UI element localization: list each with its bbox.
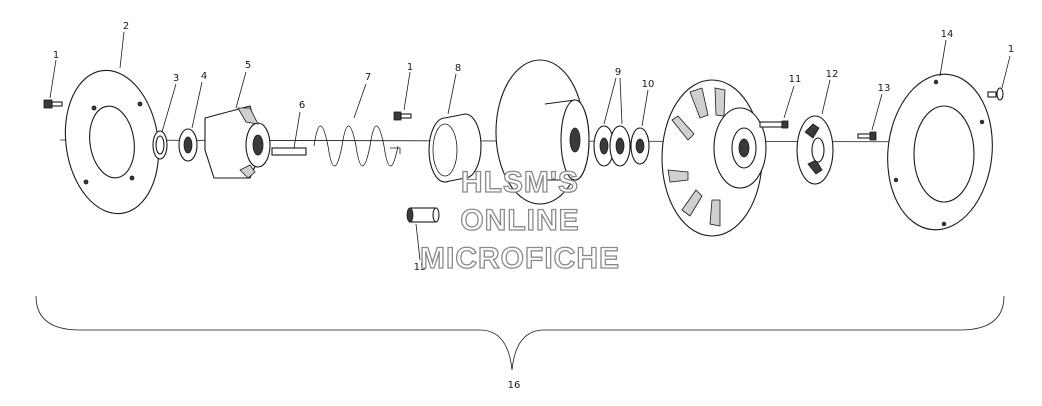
callout-1-middle: 1 — [407, 62, 413, 73]
part-2-cover-plate — [64, 69, 160, 215]
watermark: HLSM'S ONLINE MICROFICHE — [419, 165, 620, 275]
part-7-spring — [313, 125, 401, 167]
part-3-snap-ring — [152, 130, 168, 160]
callout-12: 12 — [826, 69, 839, 80]
part-1-bolt-middle — [393, 111, 412, 121]
part-10-washer — [630, 127, 650, 165]
part-4-washer — [178, 128, 198, 162]
driven-sheave-fixed — [495, 59, 590, 205]
callout-13: 13 — [878, 83, 891, 94]
part-8-bushing — [428, 113, 482, 183]
callout-11: 11 — [789, 74, 802, 85]
part-12-spider — [796, 115, 834, 185]
watermark-line-2: ONLINE — [460, 204, 579, 237]
part-6-pin — [271, 147, 307, 156]
callout-16: 16 — [508, 380, 521, 391]
callout-8: 8 — [455, 63, 461, 74]
part-15-bushing — [406, 207, 440, 223]
leader-lines — [49, 31, 1011, 261]
part-1-rivet-right — [987, 87, 1004, 101]
callout-6: 6 — [299, 100, 305, 111]
callout-9: 9 — [615, 67, 621, 78]
callout-15: 15 — [414, 262, 427, 273]
callout-3: 3 — [173, 73, 179, 84]
callout-1-left: 1 — [53, 50, 59, 61]
watermark-line-1: HLSM'S — [461, 166, 579, 199]
callout-5: 5 — [245, 60, 251, 71]
callout-2: 2 — [123, 21, 129, 32]
part-5-cam — [204, 105, 271, 179]
part-9-washers — [593, 125, 631, 167]
callout-4: 4 — [201, 71, 207, 82]
part-1-bolt-left — [43, 99, 63, 109]
part-14-outer-cover — [887, 73, 993, 231]
callout-14: 14 — [941, 29, 954, 40]
driven-sheave-movable — [661, 79, 767, 237]
part-11-pin — [759, 120, 789, 129]
callout-10: 10 — [642, 79, 655, 90]
callout-1-right: 1 — [1008, 44, 1014, 55]
watermark-line-3: MICROFICHE — [420, 242, 620, 275]
part-13-bolt — [857, 131, 877, 141]
callout-7: 7 — [365, 72, 371, 83]
assembly-brace — [35, 295, 1005, 371]
